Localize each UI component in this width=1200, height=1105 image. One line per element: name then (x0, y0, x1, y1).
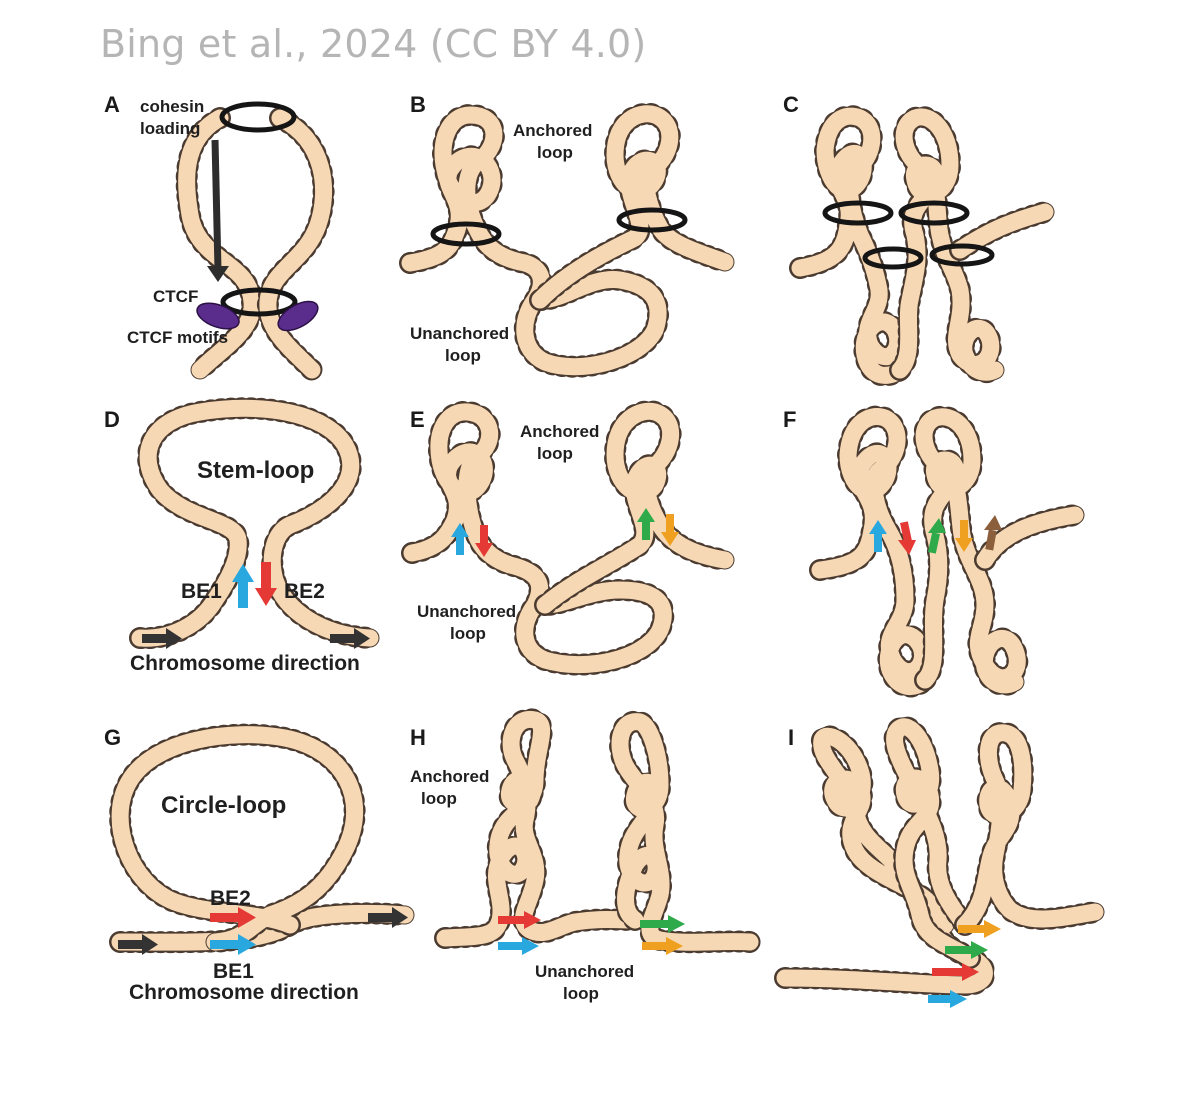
direction-arrow-g-right (368, 907, 408, 928)
direction-arrow-g-left (118, 934, 158, 955)
label-ctcf-motifs: CTCF motifs (127, 328, 228, 347)
cohesin-ring-c4 (929, 243, 995, 267)
be-green-i (945, 941, 988, 959)
cohesin-ring-b1 (430, 221, 502, 247)
label-direction-g: Chromosome direction (129, 981, 359, 1004)
label-be2-g: BE2 (210, 887, 251, 910)
label-ctcf: CTCF (153, 287, 198, 306)
cohesin-ring-c1 (822, 200, 894, 226)
label-be1-g: BE1 (213, 960, 254, 983)
label-unanchored-b: Unanchored (410, 324, 509, 343)
cohesin-ring-anchor (220, 287, 298, 317)
cohesin-ring-c2 (898, 200, 970, 226)
panel-letter-h: H (410, 725, 426, 750)
label-loading: loading (140, 119, 200, 138)
be2-arrow-g (210, 907, 256, 928)
label-anchored-h2: loop (421, 789, 457, 808)
credit-text: Bing et al., 2024 (CC BY 4.0) (100, 22, 647, 66)
label-unanchored-b2: loop (445, 346, 481, 365)
label-anchored-b2: loop (537, 143, 573, 162)
label-unanchored-e2: loop (450, 624, 486, 643)
ctcf-protein-left (196, 302, 240, 330)
fiber-h (434, 708, 761, 954)
label-unanchored-h: Unanchored (535, 962, 634, 981)
label-unanchored-h2: loop (563, 984, 599, 1003)
be1-arrow-g (210, 934, 256, 955)
title-circle-loop: Circle-loop (161, 792, 286, 819)
be-green-f (928, 518, 946, 554)
panel-letter-f: F (783, 407, 796, 432)
be-orange-e (661, 514, 679, 546)
be-orange-h (642, 937, 683, 955)
be-red-f (898, 521, 916, 555)
be-green-e (637, 508, 655, 540)
label-be1-d: BE1 (181, 580, 222, 603)
label-anchored-e: Anchored (520, 422, 599, 441)
panel-letter-c: C (783, 92, 799, 117)
panel-letter-a: A (104, 92, 120, 117)
title-stem-loop: Stem-loop (197, 457, 314, 484)
panel-h: H Anchored loop Unanchored loop (410, 708, 761, 1003)
be-blue-i (928, 990, 967, 1008)
fiber-i (774, 715, 1106, 996)
ctcf-protein-right (277, 300, 319, 332)
fiber-g (109, 723, 416, 954)
label-be2-d: BE2 (284, 580, 325, 603)
panel-letter-g: G (104, 725, 121, 750)
be-brown-f (984, 515, 1002, 551)
panel-e: E Anchored loop Unanchored loop (401, 400, 736, 676)
label-unanchored-e: Unanchored (417, 602, 516, 621)
panel-c: C (783, 92, 1056, 387)
be2-arrow-d (255, 562, 277, 606)
cohesin-ring-c3 (862, 246, 924, 270)
panel-a: A cohesin loading CTCF CTCF motifs (104, 92, 335, 381)
panel-g: G Circle-loop BE2 BE1 Chromosome directi… (104, 723, 416, 1004)
panel-letter-b: B (410, 92, 426, 117)
be-blue-e (451, 523, 469, 555)
panel-d: D Stem-loop BE1 BE2 Chromosome direction (104, 397, 381, 675)
label-anchored-h: Anchored (410, 767, 489, 786)
panel-b: B Anchored loop Unanchored loop (399, 92, 736, 378)
be1-arrow-d (232, 564, 254, 608)
be-orange-i (958, 920, 1001, 938)
be-blue-f (869, 520, 887, 552)
be-orange-f (955, 520, 973, 552)
fiber-c (789, 105, 1056, 387)
panel-i: I (774, 715, 1106, 1008)
be-red-e (475, 525, 493, 557)
be-green-h (640, 915, 685, 933)
panel-letter-i: I (788, 725, 794, 750)
panel-f: F (783, 405, 1086, 698)
label-anchored-e2: loop (537, 444, 573, 463)
label-direction-d: Chromosome direction (130, 652, 360, 675)
be-red-i (932, 963, 979, 981)
cohesin-ring-top (219, 101, 297, 133)
label-cohesin: cohesin (140, 97, 204, 116)
be-red-h (498, 911, 541, 929)
direction-arrow-d-left (142, 628, 182, 649)
panel-letter-d: D (104, 407, 120, 432)
loading-arrow (211, 139, 222, 271)
panel-letter-e: E (410, 407, 425, 432)
direction-arrow-d-right (330, 628, 370, 649)
label-anchored-b: Anchored (513, 121, 592, 140)
fiber-d (129, 397, 381, 650)
fiber-f (809, 405, 1086, 698)
cohesin-ring-b2 (616, 207, 688, 233)
be-blue-h (498, 937, 539, 955)
